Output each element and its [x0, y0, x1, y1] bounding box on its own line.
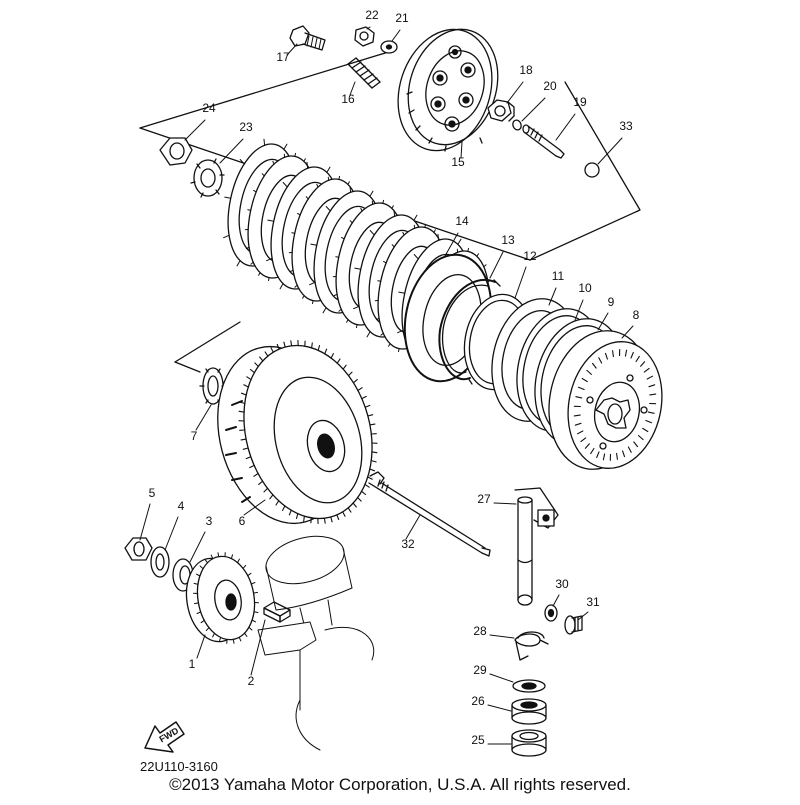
- leader-line-17: [286, 43, 298, 56]
- leader-line-15: [460, 141, 463, 159]
- leader-line-19: [555, 113, 576, 141]
- callout-16: 16: [341, 92, 355, 106]
- rod-19-drawing: [522, 124, 565, 159]
- callout-8: 8: [633, 308, 640, 322]
- leader-line-9: [597, 312, 609, 331]
- callout-26: 26: [471, 694, 485, 708]
- callout-18: 18: [519, 63, 533, 77]
- lower-frame: [174, 321, 241, 373]
- nut-5-drawing: [124, 537, 153, 561]
- clutch-boss-8-drawing: [548, 330, 663, 470]
- callout-labels: 1234567891011121314151617181920212223242…: [149, 8, 640, 747]
- callout-10: 10: [578, 281, 592, 295]
- crankshaft-drawing: [257, 535, 375, 751]
- callout-2: 2: [248, 674, 255, 688]
- bolt-17-drawing: [289, 25, 326, 51]
- clutch-housing-6-drawing: [217, 339, 378, 525]
- leader-line-7: [195, 404, 212, 431]
- callout-31: 31: [586, 595, 600, 609]
- washer-30-drawing: [544, 604, 558, 622]
- leader-line-1: [196, 634, 206, 659]
- leader-line-5: [139, 503, 151, 541]
- leader-line-23: [219, 138, 244, 164]
- callout-22: 22: [365, 8, 379, 22]
- callout-6: 6: [239, 514, 246, 528]
- callout-32: 32: [401, 537, 415, 551]
- callout-3: 3: [206, 514, 213, 528]
- washer-29-drawing: [512, 679, 546, 693]
- callout-24: 24: [202, 101, 216, 115]
- callout-17: 17: [276, 50, 290, 64]
- leader-line-30: [552, 594, 560, 607]
- circlip-13-drawing: [438, 279, 501, 385]
- nut-24-drawing: [159, 137, 193, 166]
- callout-9: 9: [608, 295, 615, 309]
- lock-washer-23-drawing: [190, 158, 225, 198]
- bearing-26-drawing: [511, 698, 547, 725]
- callout-30: 30: [555, 577, 569, 591]
- leader-line-16: [349, 81, 356, 96]
- callout-29: 29: [473, 663, 487, 677]
- drawing-code: 22U110-3160: [140, 759, 218, 774]
- leader-line-10: [574, 299, 584, 321]
- callout-7: 7: [191, 429, 198, 443]
- oring-20-drawing: [512, 119, 522, 131]
- washer-21-drawing: [380, 40, 398, 54]
- leader-line-27: [493, 502, 517, 505]
- callout-12: 12: [523, 249, 537, 263]
- leader-line-20: [521, 97, 546, 122]
- nut-18-drawing: [487, 99, 515, 122]
- leader-line-4: [164, 516, 179, 551]
- leader-line-26: [487, 704, 512, 712]
- leader-line-12: [514, 266, 527, 299]
- key-2-drawing: [263, 601, 291, 623]
- callout-19: 19: [573, 95, 587, 109]
- leader-line-11: [548, 287, 557, 306]
- callout-23: 23: [239, 120, 253, 134]
- leader-line-33: [597, 137, 623, 165]
- nut-22-drawing: [354, 26, 375, 47]
- leader-line-2: [250, 619, 266, 676]
- drive-gear-1-drawing: [185, 552, 259, 644]
- pressure-plate-15-drawing: [397, 28, 499, 152]
- callout-14: 14: [455, 214, 469, 228]
- screw-31-drawing: [564, 615, 583, 635]
- spring-28-drawing: [514, 631, 549, 661]
- leader-line-13: [489, 251, 504, 279]
- callout-27: 27: [477, 492, 491, 506]
- ball-33-drawing: [584, 162, 600, 178]
- leader-line-32: [405, 514, 421, 540]
- leader-line-22: [366, 26, 371, 30]
- callout-1: 1: [189, 657, 196, 671]
- leader-line-31: [577, 611, 589, 621]
- leader-line-21: [391, 29, 401, 42]
- seal-25-drawing: [511, 729, 547, 757]
- fwd-arrow-icon: [144, 721, 185, 753]
- leader-line-6: [243, 499, 266, 516]
- leader-line-3: [189, 531, 206, 563]
- callout-33: 33: [619, 119, 633, 133]
- leader-line-29: [489, 673, 514, 683]
- callout-28: 28: [473, 624, 487, 638]
- spring-16-drawing: [347, 57, 381, 89]
- callout-20: 20: [543, 79, 557, 93]
- leader-line-18: [506, 81, 524, 104]
- leader-line-24: [184, 119, 206, 141]
- leader-line-8: [621, 325, 634, 339]
- callout-15: 15: [451, 155, 465, 169]
- callout-4: 4: [178, 499, 185, 513]
- callout-25: 25: [471, 733, 485, 747]
- callout-21: 21: [395, 11, 409, 25]
- copyright-notice: ©2013 Yamaha Motor Corporation, U.S.A. A…: [169, 775, 631, 794]
- callout-leaders: [139, 26, 634, 745]
- callout-13: 13: [501, 233, 515, 247]
- push-rod-32-drawing: [368, 471, 491, 557]
- leader-line-28: [489, 634, 515, 639]
- washer-4-drawing: [150, 546, 170, 578]
- callout-5: 5: [149, 486, 156, 500]
- push-lever-27-drawing: [514, 487, 559, 606]
- leader-line-14: [444, 232, 459, 257]
- callout-11: 11: [552, 269, 565, 283]
